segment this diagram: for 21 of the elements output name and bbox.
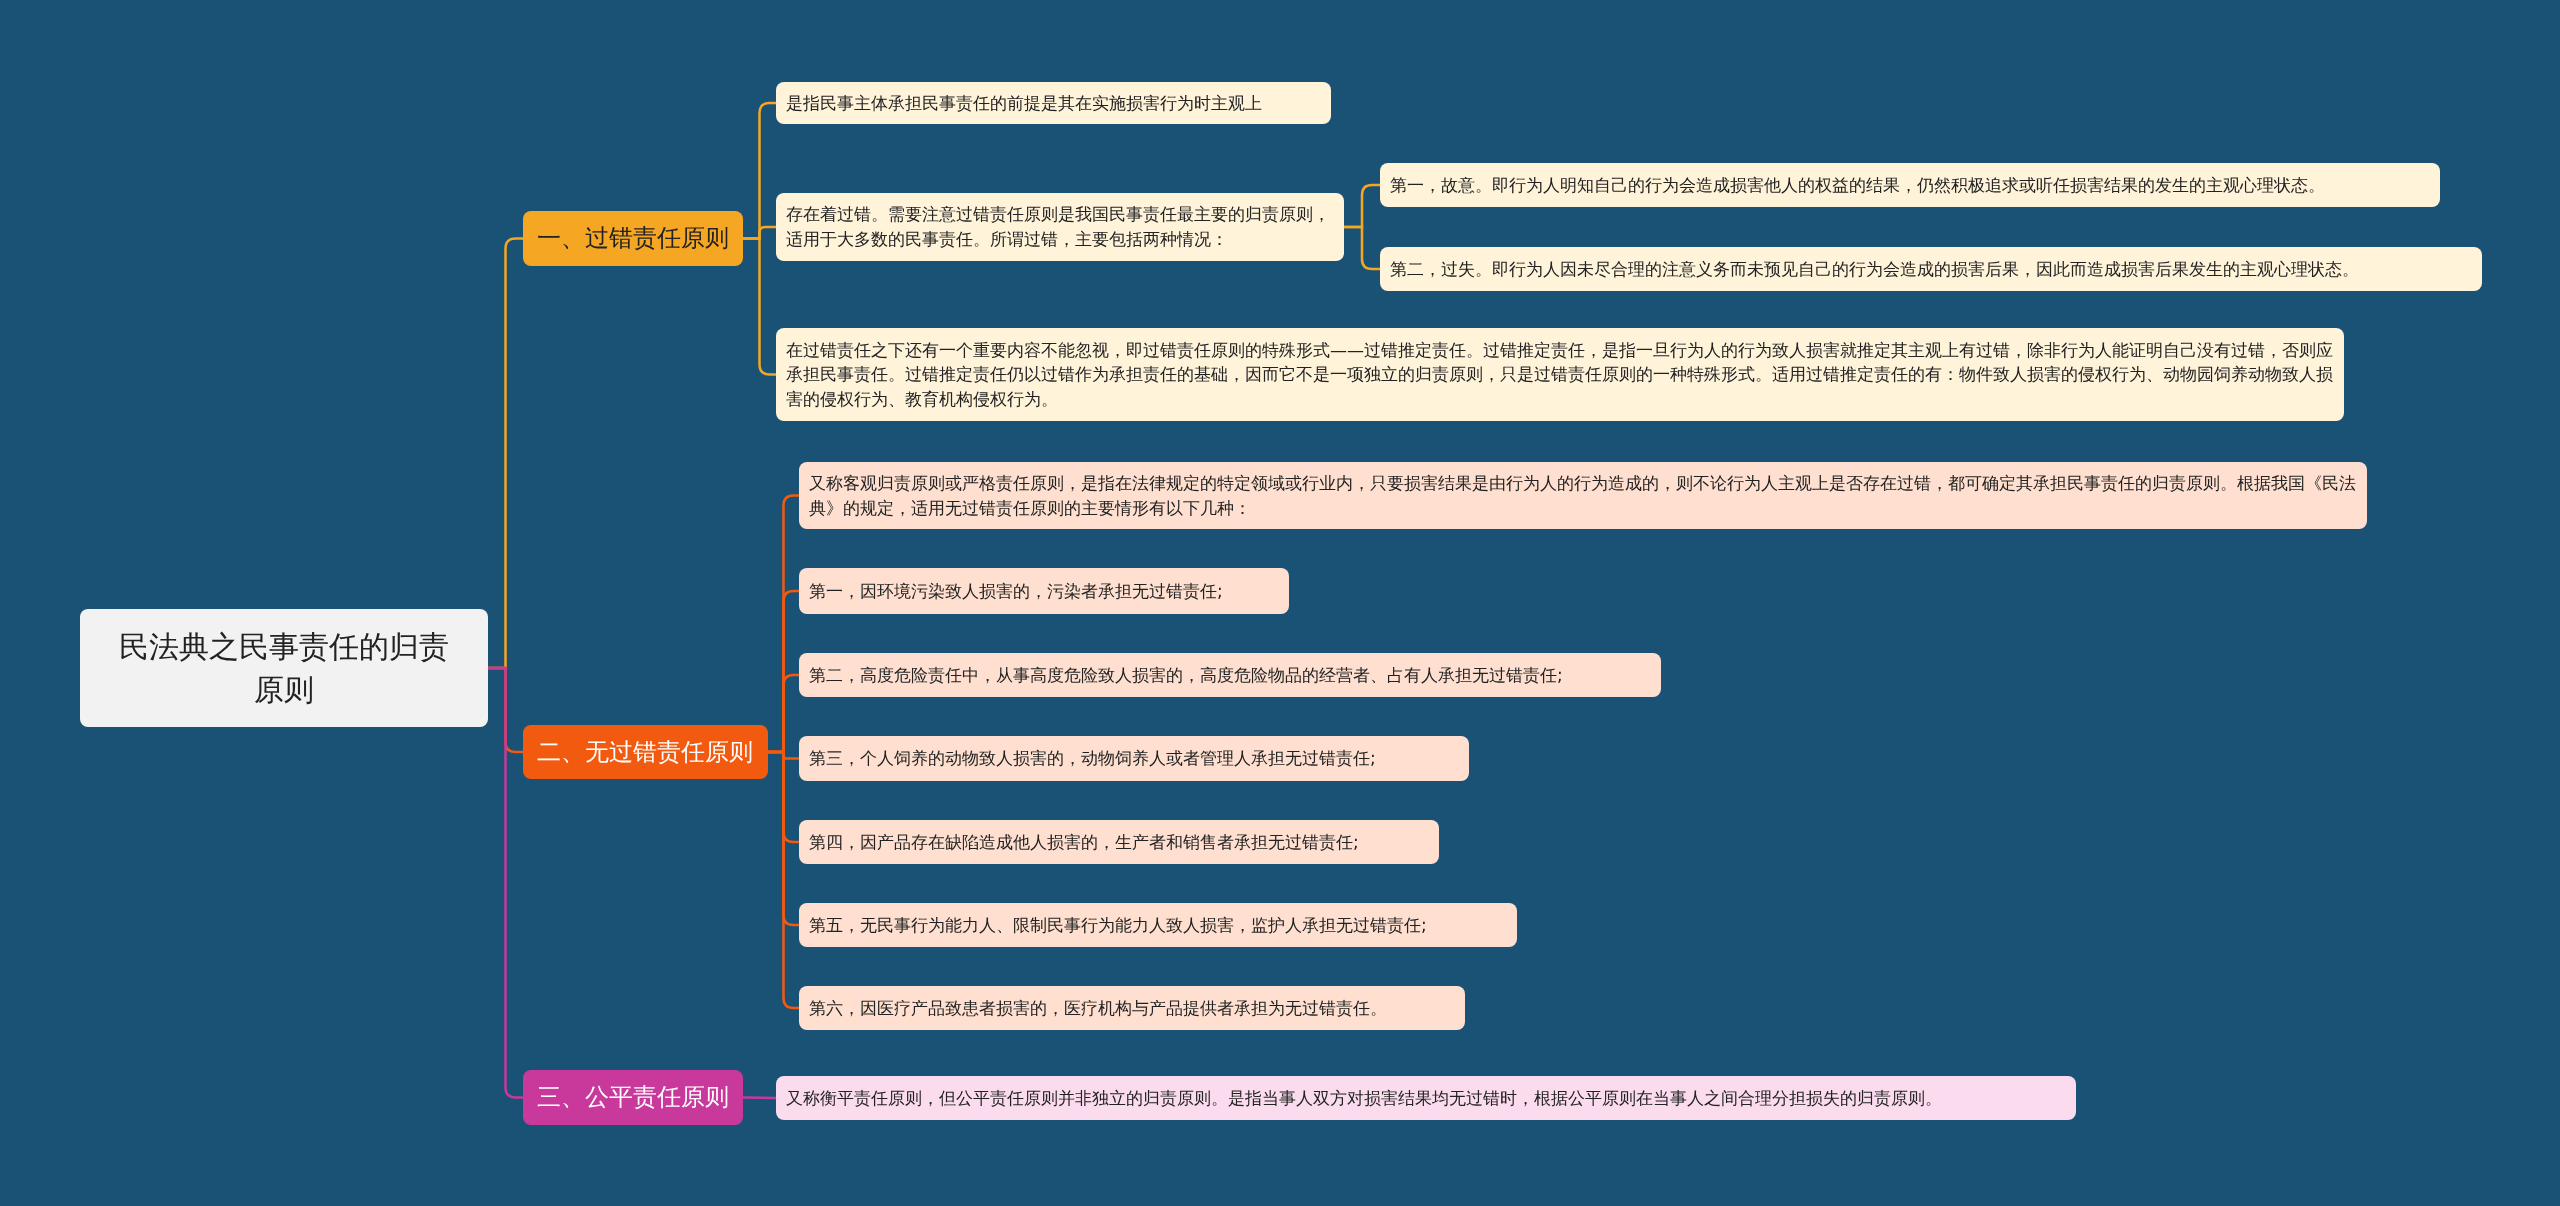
branch-topic: 三、公平责任原则 xyxy=(523,1070,743,1125)
branch-topic: 二、无过错责任原则 xyxy=(523,725,768,779)
branch-topic: 一、过错责任原则 xyxy=(523,211,743,266)
leaf-topic: 第五，无民事行为能力人、限制民事行为能力人致人损害，监护人承担无过错责任; xyxy=(799,903,1517,947)
leaf-topic: 又称客观归责原则或严格责任原则，是指在法律规定的特定领域或行业内，只要损害结果是由行为人的行为造成的，则不论行为人主观上是否存在过错，都可确定其承担民事责任的归责原则。根据我国《民法典》的规定，适用无过错责任原则的主要情形有以下几种： xyxy=(799,462,2367,529)
leaf-topic: 第二，过失。即行为人因未尽合理的注意义务而未预见自己的行为会造成的损害后果，因此而造成损害后果发生的主观心理状态。 xyxy=(1380,247,2482,291)
leaf-topic: 第三，个人饲养的动物致人损害的，动物饲养人或者管理人承担无过错责任; xyxy=(799,736,1469,781)
connector-line xyxy=(1344,225,1380,271)
connector-line xyxy=(743,1096,776,1100)
leaf-topic: 第一，故意。即行为人明知自己的行为会造成损害他人的权益的结果，仍然积极追求或听任损害结果的发生的主观心理状态。 xyxy=(1380,163,2440,207)
leaf-topic: 在过错责任之下还有一个重要内容不能忽视，即过错责任原则的特殊形式——过错推定责任。过错推定责任，是指一旦行为人的行为致人损害就推定其主观上有过错，除非行为人能证明自己没有过错，否则应承担民事责任。过错推定责任仍以过错作为承担责任的基础，因而它不是一项独立的归责原则，只是过错责任原则的一种特殊形式。适用过错推定责任的有：物件致人损害的侵权行为、动物园饲养动物致人损害的侵权行为、教育机构侵权行为。 xyxy=(776,328,2344,421)
leaf-topic: 第二，高度危险责任中，从事高度危险致人损害的，高度危险物品的经营者、占有人承担无过错责任; xyxy=(799,653,1661,697)
leaf-topic: 又称衡平责任原则，但公平责任原则并非独立的归责原则。是指当事人双方对损害结果均无过错时，根据公平原则在当事人之间合理分担损失的归责原则。 xyxy=(776,1076,2076,1120)
leaf-topic: 是指民事主体承担民事责任的前提是其在实施损害行为时主观上 xyxy=(776,82,1331,124)
root-topic: 民法典之民事责任的归责原则 xyxy=(80,609,488,727)
connector-line xyxy=(743,237,776,376)
leaf-topic: 存在着过错。需要注意过错责任原则是我国民事责任最主要的归责原则，适用于大多数的民事责任。所谓过错，主要包括两种情况： xyxy=(776,193,1344,261)
leaf-topic: 第四，因产品存在缺陷造成他人损害的，生产者和销售者承担无过错责任; xyxy=(799,820,1439,864)
connector-line xyxy=(488,666,523,1099)
leaf-topic: 第一，因环境污染致人损害的，污染者承担无过错责任; xyxy=(799,568,1289,614)
leaf-topic: 第六，因医疗产品致患者损害的，医疗机构与产品提供者承担为无过错责任。 xyxy=(799,986,1465,1030)
